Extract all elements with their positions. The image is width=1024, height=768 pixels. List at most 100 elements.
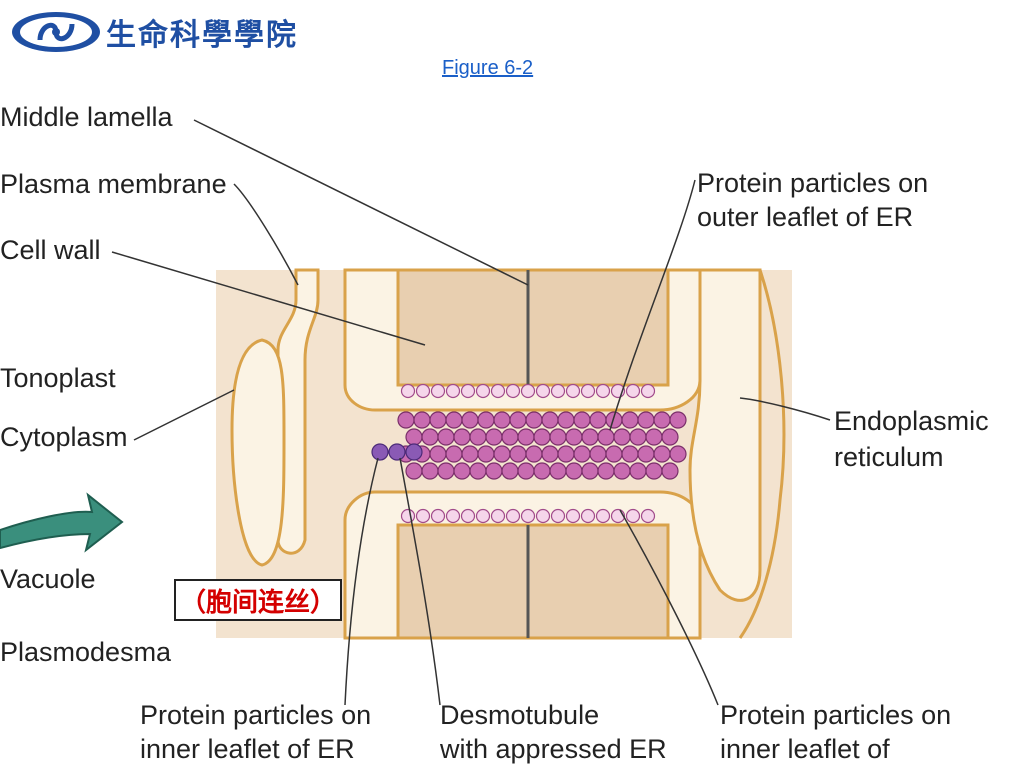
inner-leaflet-particle: [421, 428, 439, 446]
outer-leaflet-particle: [595, 508, 611, 524]
outer-leaflet-particle: [520, 508, 536, 524]
outer-leaflet-particle: [550, 508, 566, 524]
outer-leaflet-particle: [400, 383, 416, 399]
left-vacuole: [230, 338, 286, 567]
inner-leaflet-particle: [621, 411, 639, 429]
inner-leaflet-particle: [509, 445, 527, 463]
inner-leaflet-particle: [565, 428, 583, 446]
inner-leaflet-particle: [405, 428, 423, 446]
inner-leaflet-particle: [477, 411, 495, 429]
desmotubule-particle: [371, 443, 389, 461]
label-protein-inner-left-line1: Protein particles on: [140, 700, 372, 730]
outer-leaflet-particle: [535, 383, 551, 399]
outer-leaflet-particle: [535, 508, 551, 524]
outer-leaflet-particle: [415, 383, 431, 399]
inner-leaflet-particle: [493, 411, 511, 429]
inner-leaflet-particle: [445, 445, 463, 463]
figure-link[interactable]: Figure 6-2: [442, 57, 534, 79]
label-vacuole: Vacuole: [0, 564, 96, 594]
inner-leaflet-particle: [557, 411, 575, 429]
right-vacuole-edge: [738, 269, 786, 639]
outer-leaflet-particle: [565, 508, 581, 524]
label-plasmodesma: Plasmodesma: [0, 637, 172, 667]
label-protein-outer-line1: Protein particles on: [697, 168, 929, 198]
label-desmotubule-line1: Desmotubule: [440, 700, 600, 730]
inner-leaflet-particle: [525, 445, 543, 463]
inner-leaflet-particle: [589, 445, 607, 463]
outer-leaflet-particle: [445, 383, 461, 399]
inner-leaflet-particle: [485, 462, 503, 480]
outer-leaflet-particle: [475, 508, 491, 524]
inner-leaflet-particle: [421, 462, 439, 480]
leader-desmotubule: [399, 457, 441, 706]
inner-leaflet-particle: [597, 462, 615, 480]
label-er-line2: reticulum: [834, 442, 944, 472]
inner-leaflet-particle: [653, 445, 671, 463]
inner-leaflet-particle: [605, 411, 623, 429]
leader-protein-inner-right: [619, 509, 719, 706]
label-er-line1: Endoplasmic: [834, 406, 989, 436]
inner-leaflet-particle: [437, 428, 455, 446]
inner-leaflet-particle: [517, 462, 535, 480]
leader-lines: [111, 119, 831, 706]
label-desmotubule-line2: with appressed ER: [440, 734, 667, 764]
leader-plasma-membrane: [233, 183, 299, 286]
inner-leaflet-particle: [517, 428, 535, 446]
inner-leaflet-particle: [557, 445, 575, 463]
inner-leaflet-particle: [453, 428, 471, 446]
inner-leaflet-particle: [661, 462, 679, 480]
inner-leaflet-particle: [493, 445, 511, 463]
inner-leaflet-particle: [653, 411, 671, 429]
inner-leaflet-particle: [589, 411, 607, 429]
label-protein-outer-line2: outer leaflet of ER: [697, 202, 914, 232]
inner-leaflet-particle: [661, 428, 679, 446]
inner-leaflet-particle: [541, 445, 559, 463]
outer-leaflet-particle: [430, 383, 446, 399]
leader-protein-outer: [609, 179, 696, 431]
inner-leaflet-particle: [573, 411, 591, 429]
outer-leaflet-particle: [415, 508, 431, 524]
outer-leaflet-particle: [505, 508, 521, 524]
inner-leaflet-particle: [405, 462, 423, 480]
inner-leaflet-particle: [469, 462, 487, 480]
inner-leaflet-particle: [621, 445, 639, 463]
inner-leaflet-particle: [437, 462, 455, 480]
inner-leaflet-particle: [501, 428, 519, 446]
label-plasma-membrane: Plasma membrane: [0, 169, 227, 199]
desmotubule-particle: [388, 443, 406, 461]
inner-leaflet-particle: [445, 411, 463, 429]
inner-leaflet-particle: [669, 445, 687, 463]
leader-middle-lamella: [193, 119, 529, 286]
inner-leaflet-particle: [485, 428, 503, 446]
label-cytoplasm: Cytoplasm: [0, 422, 128, 452]
outer-leaflet-particle: [460, 508, 476, 524]
outer-leaflet-particle: [400, 508, 416, 524]
label-middle-lamella: Middle lamella: [0, 102, 173, 132]
inner-leaflet-particle: [413, 411, 431, 429]
label-cell-wall: Cell wall: [0, 235, 101, 265]
leader-cell-wall: [111, 251, 426, 346]
outer-leaflet-particle: [430, 508, 446, 524]
inner-leaflet-particle: [469, 428, 487, 446]
inner-leaflet-particle: [597, 428, 615, 446]
institution-logo: 生命科學學院: [10, 10, 430, 54]
outer-leaflet-particle: [490, 383, 506, 399]
leader-er: [739, 397, 831, 421]
inner-leaflet-particle: [645, 428, 663, 446]
outer-leaflet-particle: [580, 508, 596, 524]
leader-cytoplasm: [133, 389, 235, 441]
inner-leaflet-particle: [549, 428, 567, 446]
label-protein-inner-right-line2: inner leaflet of: [720, 734, 890, 764]
inner-leaflet-particle: [565, 462, 583, 480]
outer-leaflet-particle: [625, 508, 641, 524]
outer-leaflet-particle: [445, 508, 461, 524]
inner-leaflet-particle: [605, 445, 623, 463]
lower-wall-body: [396, 523, 670, 640]
outer-leaflet-particle: [475, 383, 491, 399]
inner-leaflet-particle: [429, 411, 447, 429]
logo-text: 生命科學學院: [106, 18, 298, 53]
inner-leaflet-particle: [525, 411, 543, 429]
inner-leaflet-particle: [549, 462, 567, 480]
outer-leaflet-particle: [505, 383, 521, 399]
